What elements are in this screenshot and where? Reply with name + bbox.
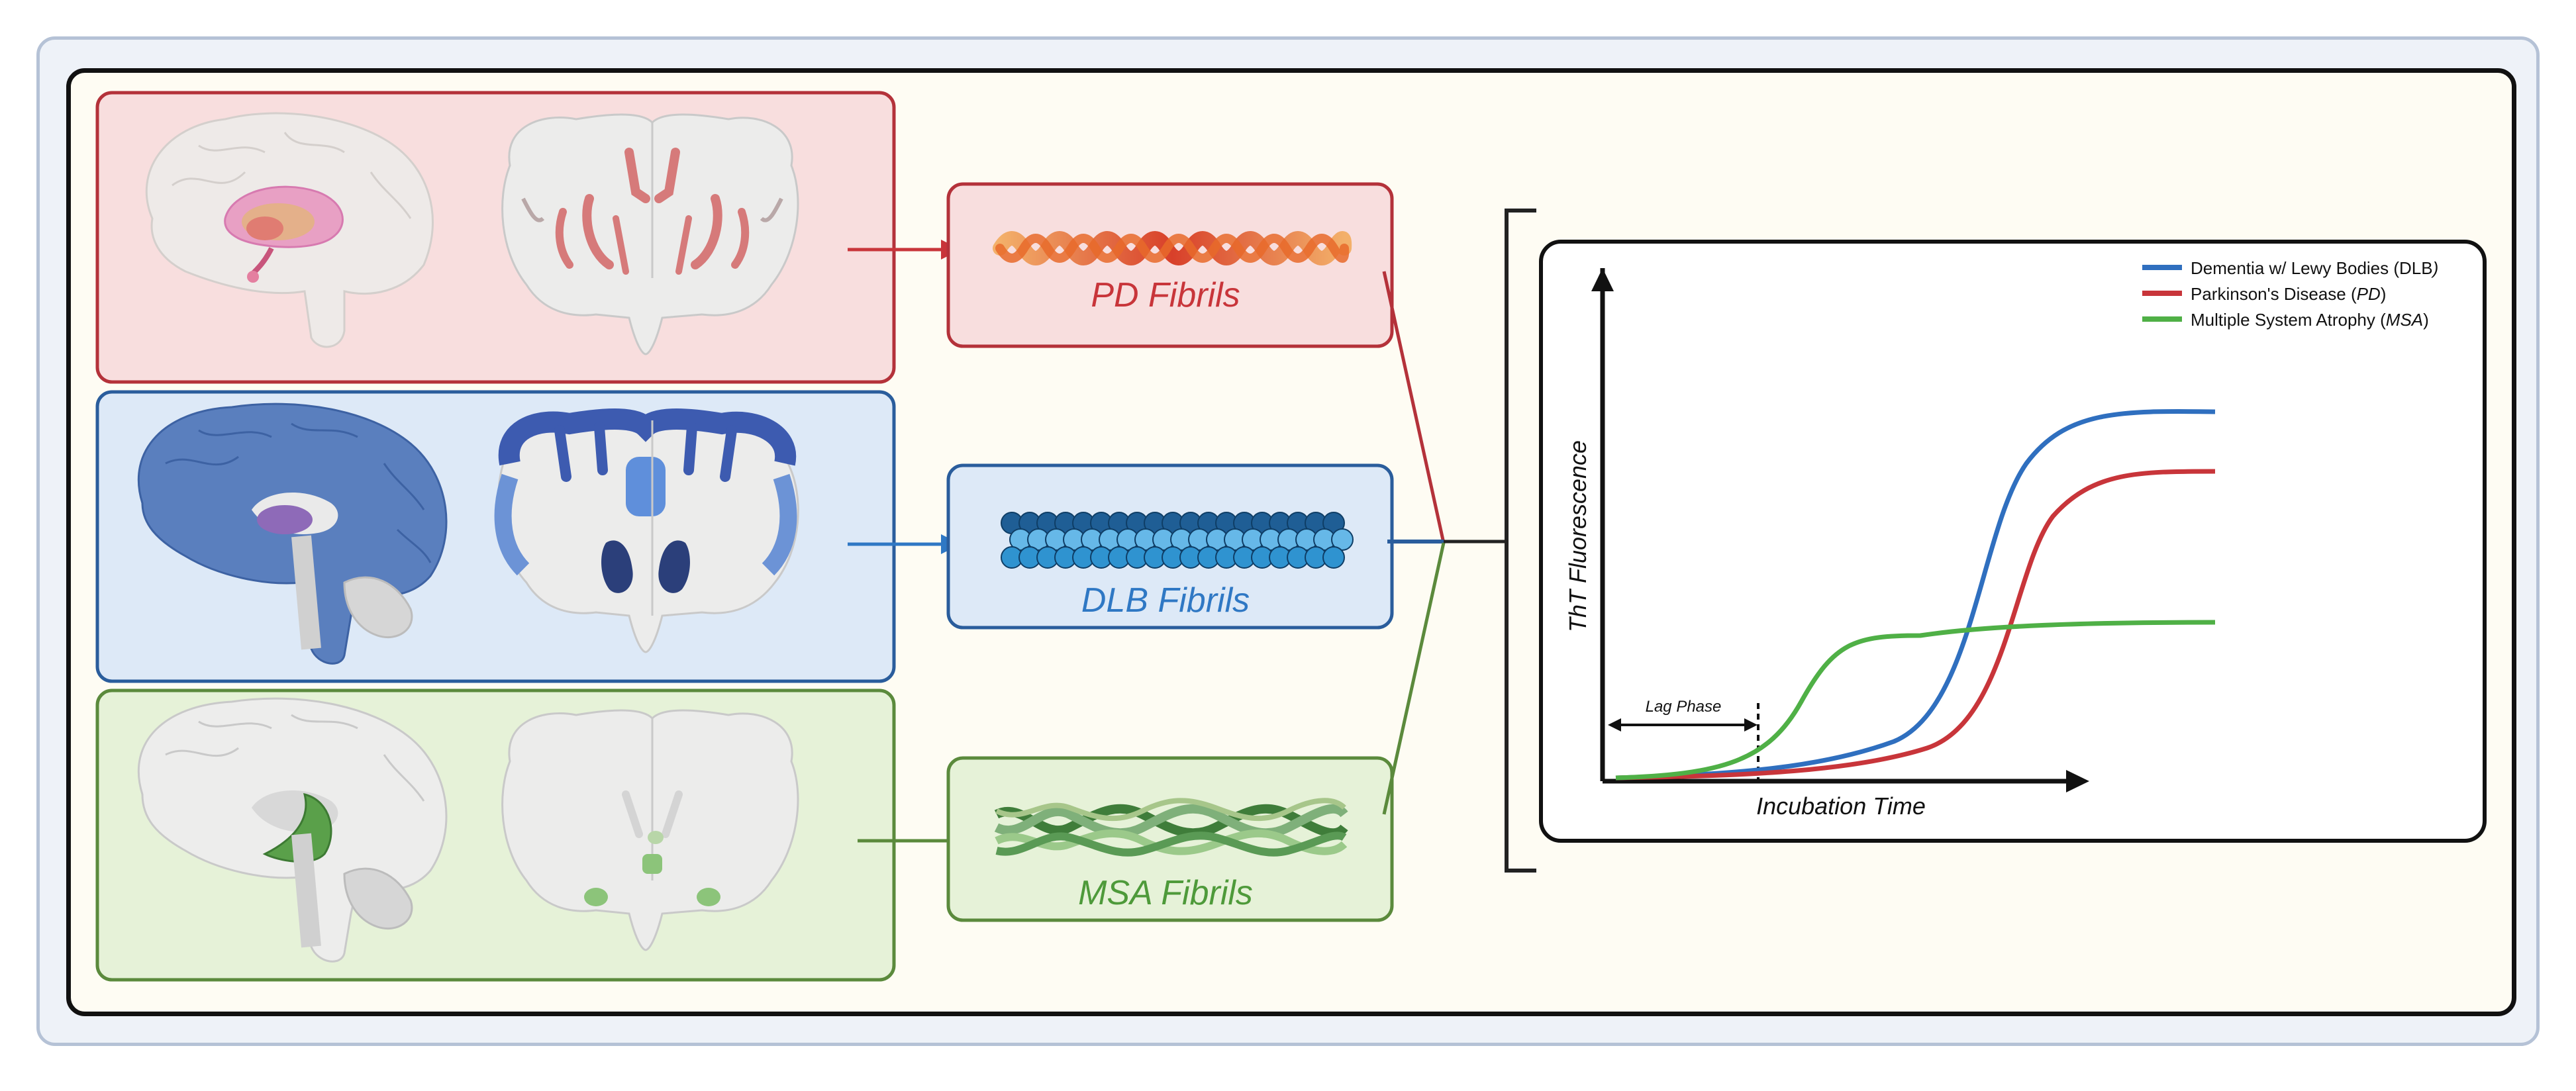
y-axis-arrowhead: [1591, 268, 1614, 291]
graph-bracket: [1505, 209, 1536, 873]
dlb-sagittal-brain-icon: [137, 403, 448, 665]
legend-item-pd: Parkinson's Disease (PD): [2142, 284, 2386, 304]
tht-graph: ThT Fluorescence Incubation Time Lag Pha…: [1539, 240, 2487, 843]
pd-fibril-icon: [993, 231, 1352, 265]
x-axis-arrowhead: [2066, 770, 2089, 792]
legend-label-dlb: Dementia w/ Lewy Bodies (DLB): [2191, 258, 2438, 278]
dlb-bead: [1331, 528, 1354, 551]
graph-legend: Dementia w/ Lewy Bodies (DLB) Parkinson'…: [2142, 258, 2438, 330]
connector-lines: [1382, 271, 1507, 815]
legend-item-dlb: Dementia w/ Lewy Bodies (DLB): [2142, 258, 2438, 278]
dlb-coronal-brain-icon: [494, 408, 799, 653]
legend-label-pd: Parkinson's Disease (PD): [2191, 284, 2386, 304]
dlb-fibril-label: DLB Fibrils: [1081, 581, 1250, 620]
lag-phase-label: Lag Phase: [1646, 698, 1722, 716]
x-axis-label: Incubation Time: [1756, 792, 1926, 820]
pd-sagittal-brain-icon: [145, 112, 434, 348]
legend-label-msa: Multiple System Atrophy (MSA): [2191, 310, 2429, 330]
msa-row: MSA Fibrils: [95, 688, 1394, 982]
pd-coronal-brain-icon: [501, 113, 799, 356]
msa-sagittal-brain-icon: [137, 697, 448, 963]
graph-panel: [1539, 240, 2487, 843]
pd-row: PD Fibrils: [95, 91, 1394, 384]
pd-fibril-box: [946, 182, 1394, 348]
y-axis-label: ThT Fluorescence: [1564, 440, 1591, 632]
dlb-fibril-icon: [1001, 512, 1354, 569]
curve-pd: [1615, 469, 2216, 781]
msa-fibril-label: MSA Fibrils: [1078, 874, 1253, 912]
dlb-bead: [1322, 546, 1345, 569]
msa-coronal-brain-icon: [501, 709, 799, 951]
legend-item-msa: Multiple System Atrophy (MSA): [2142, 310, 2429, 330]
dlb-row: DLB Fibrils: [95, 390, 1394, 683]
curve-msa: [1615, 620, 2216, 781]
msa-fibril-icon: [994, 798, 1348, 857]
pd-fibril-label: PD Fibrils: [1091, 276, 1240, 314]
